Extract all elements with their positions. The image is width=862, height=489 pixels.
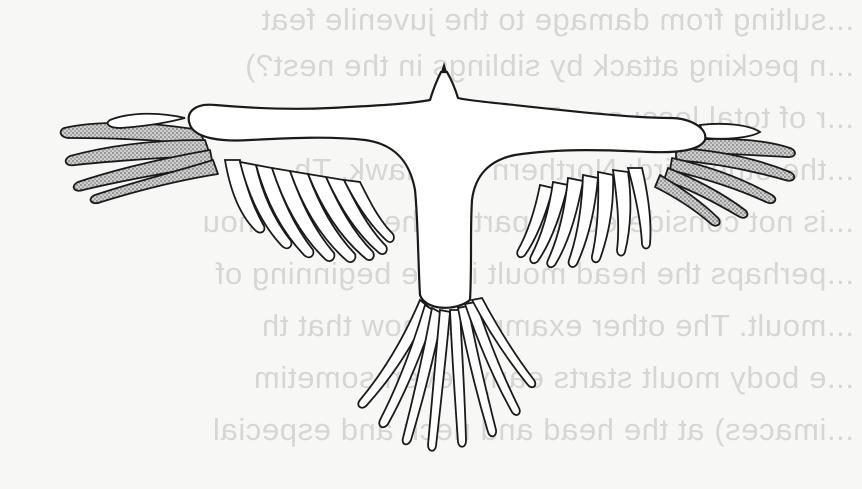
right-secondaries <box>517 168 650 267</box>
beak-icon <box>441 62 447 72</box>
left-secondaries <box>225 160 394 262</box>
left-primaries <box>61 123 218 203</box>
tail <box>358 298 535 451</box>
right-tip-patch <box>700 124 760 139</box>
